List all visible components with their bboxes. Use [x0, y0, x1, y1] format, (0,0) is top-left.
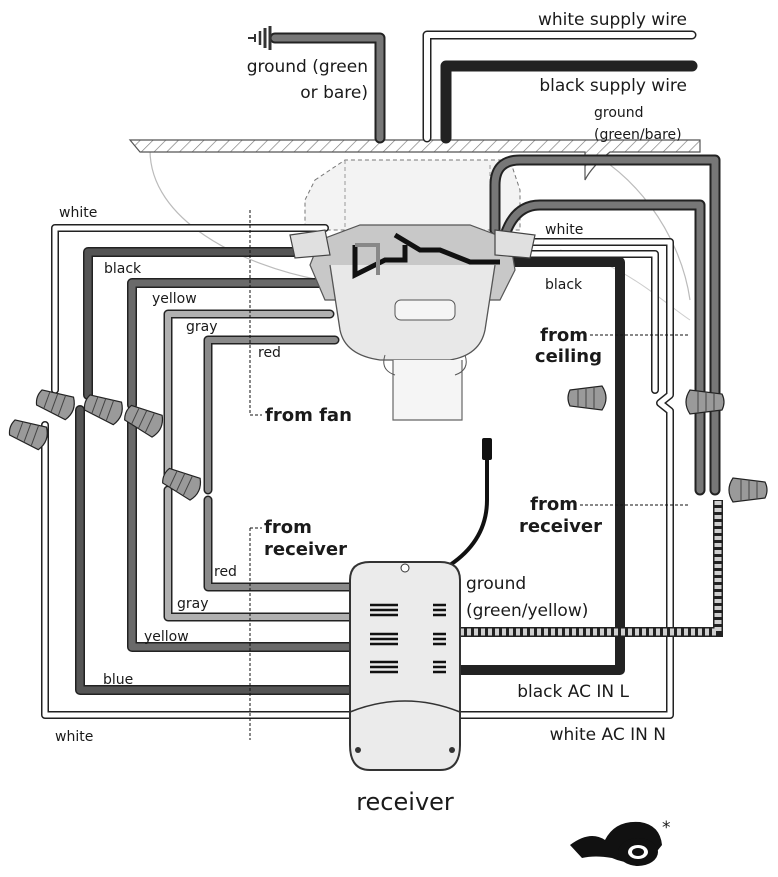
bracket-ground-wire — [489, 154, 721, 496]
label-from-receiver-left-1: from — [264, 517, 312, 538]
label-white-bottom: white — [55, 729, 93, 745]
right-white-wire — [456, 238, 674, 719]
electrical-tape-icon: * — [570, 818, 671, 866]
label-blue-bottom: blue — [103, 672, 133, 688]
label-ground-bracket-1: ground — [594, 105, 644, 121]
receiver-box — [349, 561, 461, 771]
label-ground-bracket-2: (green/bare) — [594, 127, 682, 143]
label-white-left: white — [59, 205, 97, 221]
label-gray-left: gray — [186, 319, 218, 335]
label-red-left: red — [258, 345, 281, 361]
wire-nut-icon — [35, 389, 75, 421]
label-ground-receiver-2: (green/yellow) — [466, 601, 588, 621]
ground-symbol-icon — [248, 26, 272, 50]
label-from-receiver-right-1: from — [530, 494, 578, 515]
wire-nut-icon — [162, 467, 202, 501]
label-black-left: black — [104, 261, 142, 277]
receiver-ground-wire — [460, 500, 723, 637]
leader-lines — [249, 210, 690, 740]
wire-nut-icon — [567, 385, 607, 411]
label-white-right: white — [545, 222, 583, 238]
label-from-receiver-left-2: receiver — [264, 539, 347, 560]
label-from-ceiling-1: from — [540, 325, 588, 346]
label-ground-supply-2: or bare) — [300, 83, 368, 103]
label-white-supply-wire: white supply wire — [538, 10, 687, 30]
label-yellow-left: yellow — [152, 291, 197, 307]
label-red-bottom: red — [214, 564, 237, 580]
label-white-ac-in: white AC IN N — [550, 725, 666, 745]
logo-asterisk: * — [662, 818, 671, 838]
label-gray-bottom: gray — [177, 596, 209, 612]
wire-nut-icon — [124, 404, 164, 438]
receiver-vent-icon — [370, 603, 446, 674]
right-black-wire — [455, 257, 625, 675]
label-black-right: black — [545, 277, 583, 293]
supply-wires — [269, 30, 698, 144]
wire-nut-icon — [8, 419, 48, 451]
label-from-ceiling-2: ceiling — [535, 346, 602, 367]
label-from-receiver-right-2: receiver — [519, 516, 602, 537]
wire-nut-icon — [685, 389, 725, 415]
fan-hanger — [289, 224, 536, 421]
labels: white supply wire black supply wire grou… — [55, 10, 687, 816]
label-black-ac-in: black AC IN L — [517, 682, 629, 702]
label-from-fan: from fan — [265, 405, 352, 426]
label-ground-supply-1: ground (green — [247, 57, 368, 77]
wire-nut-icon — [728, 477, 768, 503]
wire-nut-icon — [83, 394, 123, 426]
receiver-antenna — [448, 438, 492, 567]
label-ground-receiver-1: ground — [466, 574, 526, 594]
wire-nuts — [8, 385, 768, 503]
mounting-bracket — [304, 159, 521, 231]
left-wires — [41, 224, 355, 719]
label-yellow-bottom: yellow — [144, 629, 189, 645]
label-receiver: receiver — [356, 788, 454, 816]
label-black-supply-wire: black supply wire — [539, 76, 687, 96]
